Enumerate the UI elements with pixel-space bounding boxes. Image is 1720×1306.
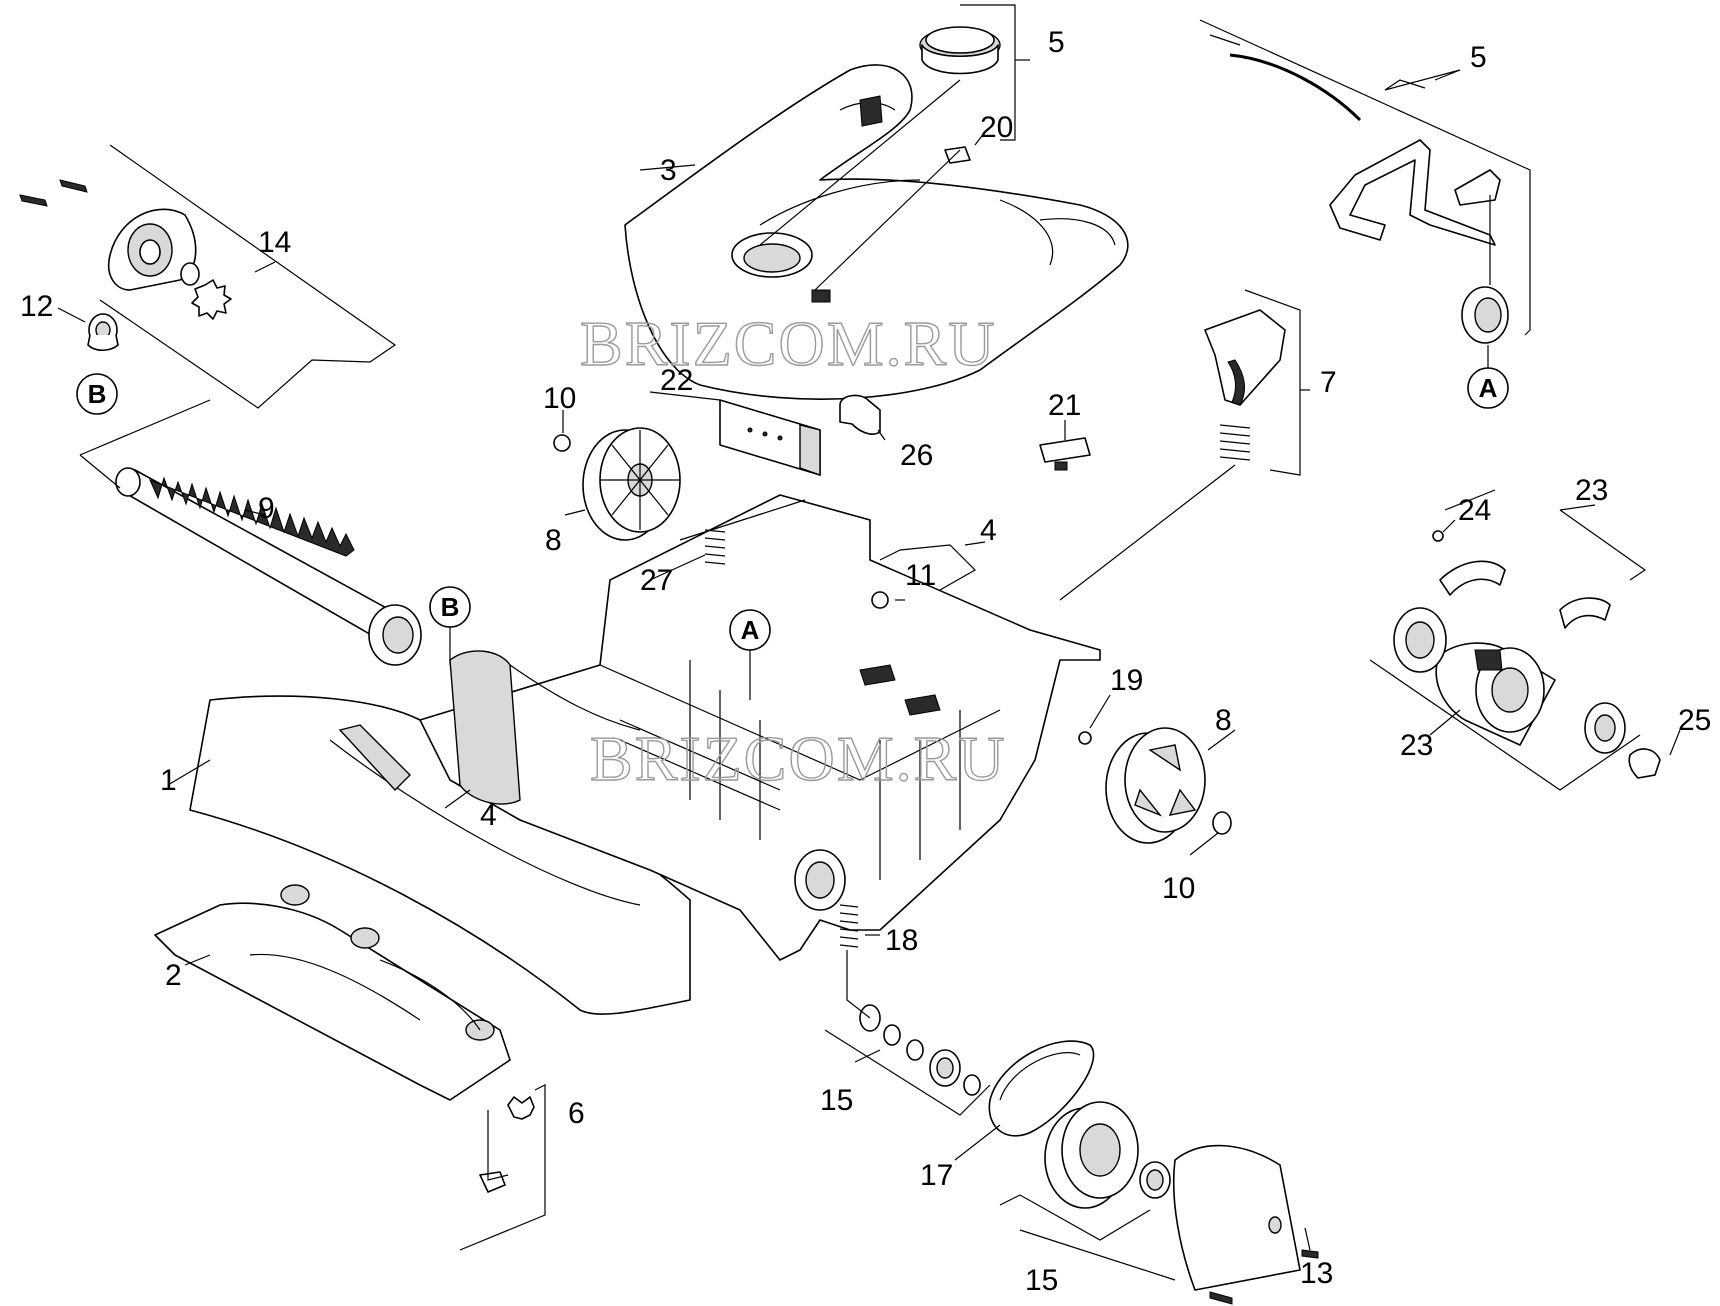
- callout-10-left: 10: [543, 382, 576, 415]
- connection-mark-a-chassis: A: [729, 609, 771, 700]
- washer-11-part: [871, 591, 889, 609]
- callout-22: 22: [660, 364, 693, 397]
- pedal-7-part: [1204, 309, 1286, 461]
- callout-15-bottom: 15: [1025, 1264, 1058, 1297]
- connection-mark-a-top-label: A: [1479, 373, 1498, 403]
- cap-10-left-part: [553, 434, 571, 452]
- watermark-middle: BRIZCOM.RU: [590, 723, 1007, 794]
- callout-labels: 1 2 3 4 4 5 5 6 7 8 8 9 10 10 11 12 13 1…: [20, 26, 1711, 1297]
- callout-8-right: 8: [1215, 704, 1232, 737]
- callout-26: 26: [900, 439, 933, 472]
- callout-10-right: 10: [1162, 872, 1195, 905]
- clip-26-part: [839, 394, 881, 435]
- spring-18-part: [839, 904, 859, 948]
- bushing-12-part: [87, 313, 119, 352]
- callout-20: 20: [980, 111, 1013, 144]
- callout-27: 27: [640, 564, 673, 597]
- callout-25: 25: [1678, 704, 1711, 737]
- callout-2: 2: [165, 959, 182, 992]
- wheel-8-right-part: [1105, 727, 1206, 844]
- connection-mark-b-left: B: [76, 373, 118, 415]
- callout-24: 24: [1458, 494, 1491, 527]
- callout-14: 14: [258, 226, 291, 259]
- callout-4-right: 4: [980, 514, 997, 547]
- brush-roller-9-part: [115, 467, 422, 666]
- connection-mark-a-top: A: [1467, 367, 1509, 409]
- callout-4-left: 4: [480, 799, 497, 832]
- callout-8-left: 8: [545, 524, 562, 557]
- callout-18: 18: [885, 924, 918, 957]
- watermark-top: BRIZCOM.RU: [580, 308, 997, 379]
- connection-mark-b-brush: B: [429, 586, 471, 665]
- callout-6: 6: [568, 1097, 585, 1130]
- pulley-cover-13-part: [1172, 1144, 1319, 1305]
- leader-lines: [57, 4, 1681, 1281]
- cover-knob-part: [919, 26, 1001, 75]
- chassis-4-part: [419, 494, 1101, 961]
- top-cover-part: [624, 64, 1129, 400]
- callout-11: 11: [905, 559, 936, 592]
- end-cap-14-part: [19, 179, 232, 320]
- drive-belt-17-part: [988, 1040, 1095, 1137]
- callout-7: 7: [1320, 366, 1337, 399]
- spring-27-part: [704, 529, 726, 565]
- callout-3: 3: [660, 154, 677, 187]
- callout-19: 19: [1110, 664, 1143, 697]
- cap-10-right-part: [1212, 811, 1232, 835]
- callout-9: 9: [258, 492, 275, 525]
- callout-17: 17: [920, 1159, 953, 1192]
- callout-13: 13: [1300, 1257, 1333, 1290]
- base-plate-2-part: [154, 884, 511, 1101]
- callout-5-top: 5: [1048, 26, 1065, 59]
- pin-19-part: [1078, 731, 1092, 745]
- front-bumper-1-part: [189, 695, 691, 1015]
- callout-1: 1: [160, 764, 177, 797]
- callout-5-right: 5: [1470, 41, 1487, 74]
- connection-mark-a-chassis-label: A: [741, 615, 760, 645]
- connection-mark-b-left-label: B: [88, 379, 107, 409]
- pulley-part: [1044, 1101, 1171, 1209]
- handle-bracket-part: [1229, 53, 1509, 344]
- callout-12: 12: [20, 290, 53, 323]
- callout-23-top: 23: [1575, 474, 1608, 507]
- switch-board-part: [719, 399, 821, 476]
- bearing-set-15-part: [859, 1004, 981, 1096]
- callout-15-lower: 15: [820, 1084, 853, 1117]
- connection-mark-b-brush-label: B: [441, 592, 460, 622]
- wheel-8-left-part: [582, 427, 681, 541]
- callout-21: 21: [1048, 389, 1081, 422]
- switch-21-part: [1039, 437, 1091, 471]
- motor-23-part: [1393, 530, 1661, 779]
- callout-23-bottom: 23: [1400, 729, 1433, 762]
